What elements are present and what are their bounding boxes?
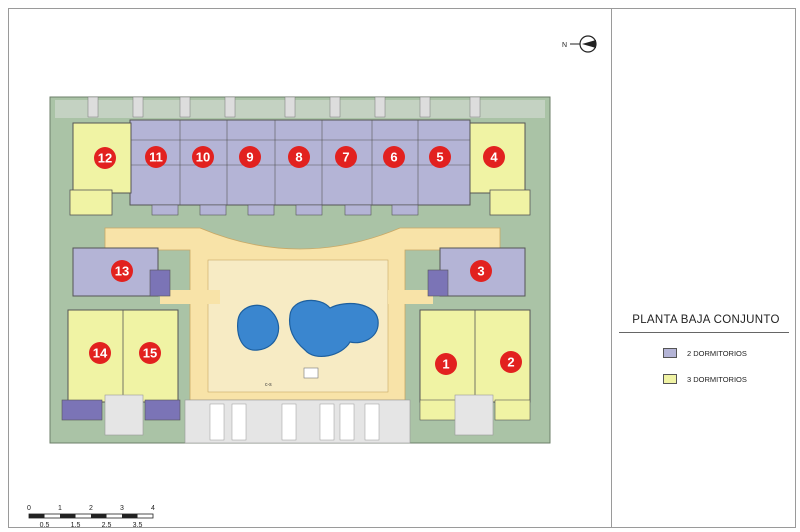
unit-number: 11 — [149, 150, 163, 165]
unit-number: 7 — [342, 150, 349, 165]
unit-marker-circle — [429, 146, 451, 168]
unit-marker-circle — [139, 342, 161, 364]
unit-marker-circle — [288, 146, 310, 168]
unit-number: 6 — [390, 150, 397, 165]
parking-bays — [209, 403, 380, 441]
unit-12-terrace — [69, 189, 113, 216]
unit-marker-circle — [470, 260, 492, 282]
unit-marker-circle — [239, 146, 261, 168]
unit-marker-circle — [500, 351, 522, 373]
east-garages — [454, 394, 494, 436]
unit-2-terrace — [494, 399, 531, 421]
unit-number: 9 — [246, 150, 253, 165]
unit-number: 12 — [98, 151, 112, 166]
unit-number: 5 — [436, 150, 443, 165]
north-arrow-icon: N — [562, 35, 597, 53]
small-pool — [237, 304, 280, 351]
unit-4-terrace — [489, 189, 531, 216]
unit-13-annex — [149, 269, 171, 297]
legend-item-3-dormitorios: 3 DORMITORIOS — [663, 373, 747, 385]
unit-number: 10 — [196, 150, 210, 165]
unit-marker-11: 11 — [145, 146, 167, 168]
unit-marker-circle — [335, 146, 357, 168]
unit-marker-7: 7 — [335, 146, 357, 168]
unit-marker-circle — [192, 146, 214, 168]
unit-15-terrace — [144, 399, 181, 421]
unit-marker-2: 2 — [500, 351, 522, 373]
east-path — [388, 290, 433, 304]
top-stairs — [87, 96, 481, 118]
svg-text:N: N — [562, 42, 567, 49]
unit-number: 15 — [143, 346, 157, 361]
unit-marker-3: 3 — [470, 260, 492, 282]
unit-1-terrace — [419, 399, 459, 421]
title-block-divider — [611, 8, 612, 528]
sheet-frame — [8, 8, 796, 528]
unit-marker-12: 12 — [94, 147, 116, 169]
unit-marker-8: 8 — [288, 146, 310, 168]
scale-minor-labels: 0.5 1.5 2.5 3.5 — [40, 522, 143, 529]
unit-marker-circle — [145, 146, 167, 168]
legend-swatch-3-dormitorios — [663, 374, 677, 384]
unit-marker-10: 10 — [192, 146, 214, 168]
scale-major-label: 3 — [120, 505, 124, 512]
unit-number: 8 — [295, 150, 302, 165]
scale-major-label: 2 — [89, 505, 93, 512]
legend-rule — [619, 332, 789, 333]
west-path — [160, 290, 220, 304]
unit-marker-circle — [435, 353, 457, 375]
west-garages — [104, 394, 144, 436]
unit-marker-15: 15 — [139, 342, 161, 364]
unit-number: 13 — [115, 264, 129, 279]
scale-bar — [28, 513, 154, 519]
scale-minor-label: 2.5 — [102, 522, 112, 529]
scale-major-label: 0 — [27, 505, 31, 512]
unit-marker-5: 5 — [429, 146, 451, 168]
unit-marker-4: 4 — [483, 146, 505, 168]
unit-3-annex — [427, 269, 449, 297]
scale-minor-label: 0.5 — [40, 522, 50, 529]
unit-number: 1 — [442, 357, 449, 372]
unit-marker-13: 13 — [111, 260, 133, 282]
legend-title: PLANTA BAJA CONJUNTO — [632, 314, 780, 326]
unit-marker-circle — [383, 146, 405, 168]
unit-marker-6: 6 — [383, 146, 405, 168]
unit-14-terrace — [61, 399, 103, 421]
unit-number: 4 — [490, 150, 498, 165]
unit-marker-9: 9 — [239, 146, 261, 168]
legend-label-2-dormitorios: 2 DORMITORIOS — [687, 348, 747, 358]
pool-equipment — [303, 367, 319, 379]
legend-item-2-dormitorios: 2 DORMITORIOS — [663, 347, 747, 359]
unit-marker-circle — [94, 147, 116, 169]
unit-number: 3 — [477, 264, 484, 279]
unit-number: 14 — [93, 346, 108, 361]
legend-label-3-dormitorios: 3 DORMITORIOS — [687, 374, 747, 384]
scale-major-label: 1 — [58, 505, 62, 512]
legend-swatch-2-dormitorios — [663, 348, 677, 358]
scale-minor-label: 1.5 — [71, 522, 81, 529]
unit-marker-circle — [483, 146, 505, 168]
unit-marker-14: 14 — [89, 342, 111, 364]
unit-marker-circle — [89, 342, 111, 364]
scale-major-label: 4 — [151, 505, 155, 512]
pool-text: c-s — [265, 382, 272, 388]
scale-minor-label: 3.5 — [133, 522, 143, 529]
top-row-porches — [151, 204, 419, 216]
unit-number: 2 — [507, 355, 514, 370]
scale-major-labels: 0 1 2 3 4 — [27, 505, 155, 512]
large-pool — [288, 299, 379, 358]
unit-marker-circle — [111, 260, 133, 282]
unit-marker-1: 1 — [435, 353, 457, 375]
